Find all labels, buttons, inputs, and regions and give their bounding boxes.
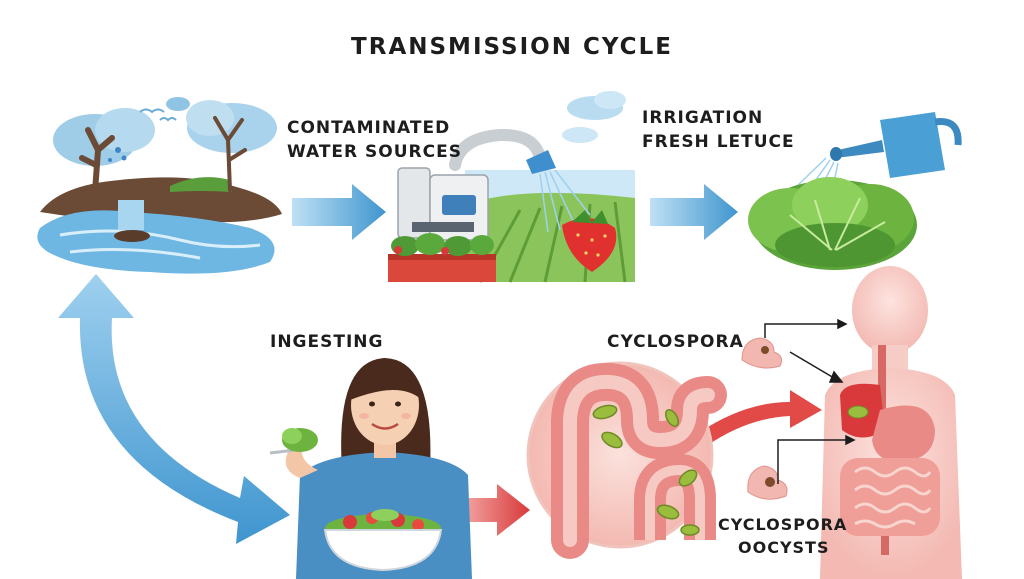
stool-oocysts-icon [747, 465, 788, 500]
lettuce-scene [748, 112, 962, 270]
flow-arrow-irrigation-to-lettuce [650, 184, 738, 240]
lettuce-icon [748, 177, 917, 270]
cloud-icon [53, 97, 277, 166]
label-contaminated: CONTAMINATED [287, 118, 451, 138]
greenhouse-machine-icon [397, 167, 489, 241]
water-pond-icon [37, 200, 275, 274]
diagram-title: TRANSMISSION CYCLE [351, 34, 673, 60]
label-water-sources: WATER SOURCES [287, 142, 462, 162]
label-irrigation: IRRIGATION [642, 108, 764, 128]
flow-arrow-ingesting-to-intestine [452, 484, 530, 536]
label-cyclospora: CYCLOSPORA [607, 332, 744, 352]
strawberry-icon [562, 210, 617, 272]
flow-arrow-curved-return [58, 274, 290, 544]
label-cyclospora-oocysts-line2: OOCYSTS [738, 538, 830, 557]
cyclospora-parasite-icon [592, 404, 700, 536]
woman-eating-salad-icon [269, 358, 472, 579]
irrigation-farm-scene [388, 91, 635, 283]
planter-box-icon [388, 233, 496, 282]
human-body-digestive-icon [820, 266, 962, 579]
flow-arrow-intestine-to-body [700, 390, 822, 445]
salad-bowl-icon [323, 509, 443, 572]
flow-arrow-water-to-irrigation [292, 184, 386, 240]
bird-icon [139, 108, 177, 122]
tree-icon [79, 116, 247, 195]
intestine-magnified-icon [526, 361, 727, 559]
water-drop-icon [108, 147, 127, 162]
label-cyclospora-oocysts-line1: CYCLOSPORA [718, 515, 848, 534]
label-fresh-lettuce: FRESH LETUCE [642, 132, 795, 152]
stool-icon [741, 337, 782, 369]
watering-can-icon [794, 112, 962, 203]
cloud-icon [562, 91, 626, 143]
lettuce-leaf-icon [282, 428, 318, 452]
sprinkler-icon [449, 128, 591, 233]
label-ingesting: INGESTING [270, 332, 384, 352]
contaminated-water-scene [37, 97, 282, 274]
pointer-lines [764, 318, 856, 484]
